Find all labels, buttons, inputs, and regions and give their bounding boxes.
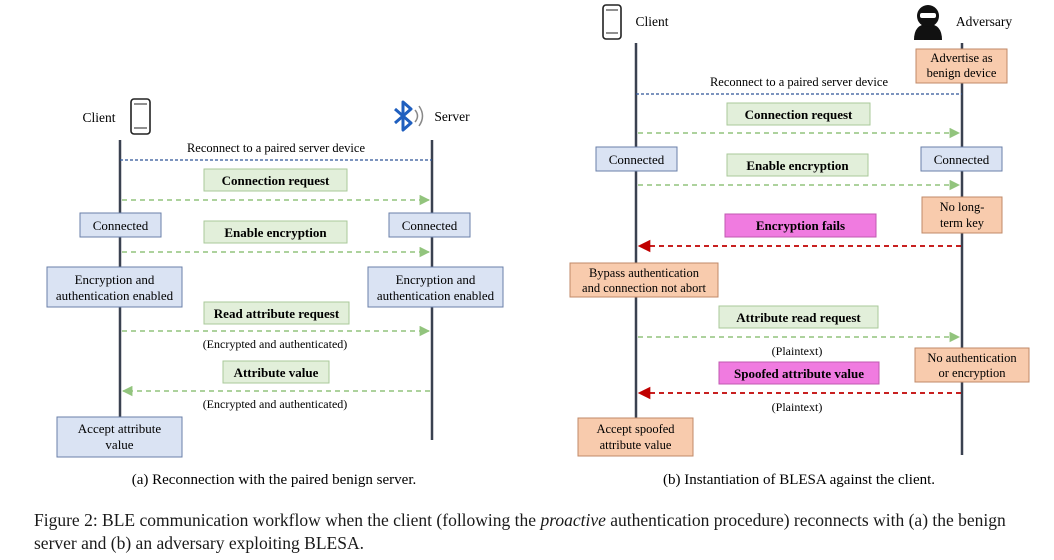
advertise-line1: Advertise as [930, 51, 992, 65]
attribute-value-box [222, 360, 330, 384]
phone-icon [130, 98, 151, 135]
encryption-fails-box [724, 213, 877, 238]
hacker-icon [914, 5, 942, 40]
read-attribute-request-label: Read attribute request [214, 306, 340, 321]
no-key-box [921, 196, 1003, 234]
accept-spoofed-line1: Accept spoofed [596, 422, 675, 436]
client-label: Client [636, 14, 669, 29]
attribute-value-label: Attribute value [234, 365, 319, 380]
server-connected-box [388, 212, 471, 238]
client-label: Client [83, 110, 116, 125]
subcaption-b: (b) Instantiation of BLESA against the c… [663, 472, 935, 488]
panel-a: Client Server Reconnect to a paired serv… [46, 98, 504, 488]
encrypted-note-1: (Encrypted and authenticated) [203, 337, 348, 351]
caption-emphasis: proactive [540, 510, 606, 530]
read-attribute-request-box [203, 301, 350, 325]
encryption-fails-label: Encryption fails [756, 218, 845, 233]
bypass-box [569, 262, 719, 298]
caption-suffix: authentication procedure) reconnects wit… [34, 510, 1006, 553]
enable-encryption-label: Enable encryption [224, 225, 327, 240]
bypass-line1: Bypass authentication [589, 266, 700, 280]
ble-workflow-figure: Client Server Reconnect to a paired serv… [46, 4, 1030, 488]
client-connected-box [595, 146, 678, 172]
caption-prefix: Figure 2: BLE communication workflow whe… [34, 510, 541, 530]
reconnect-label: Reconnect to a paired server device [187, 141, 365, 155]
figure-caption: Figure 2: BLE communication workflow whe… [34, 509, 1049, 555]
spoofed-value-box [718, 361, 880, 385]
accept-attribute-line1: Accept attribute [78, 421, 162, 436]
enable-encryption-box [726, 153, 869, 177]
server-enc-auth-line1: Encryption and [396, 272, 476, 287]
enable-encryption-box [203, 220, 348, 244]
accept-spoofed-box [577, 417, 694, 457]
phone-icon [602, 4, 622, 40]
no-auth-line2: or encryption [939, 366, 1007, 380]
accept-attribute-line2: value [105, 437, 133, 452]
client-connected-box [79, 212, 162, 238]
attribute-read-request-label: Attribute read request [736, 310, 861, 325]
server-label: Server [434, 109, 470, 124]
reconnect-label: Reconnect to a paired server device [710, 75, 888, 89]
plaintext-note-2: (Plaintext) [772, 400, 823, 414]
spoofed-value-label: Spoofed attribute value [734, 366, 864, 381]
no-auth-box [914, 347, 1030, 383]
advertise-box [915, 48, 1008, 84]
adversary-connected-label: Connected [934, 152, 990, 167]
adversary-connected-box [920, 146, 1003, 172]
enable-encryption-label: Enable encryption [746, 158, 849, 173]
server-enc-auth-line2: authentication enabled [377, 288, 495, 303]
client-connected-label: Connected [93, 218, 149, 233]
connection-request-label: Connection request [222, 173, 330, 188]
encrypted-note-2: (Encrypted and authenticated) [203, 397, 348, 411]
client-enc-auth-box [46, 266, 183, 308]
accept-attribute-box [56, 416, 183, 458]
panel-b: Client Adversary Advertise as benign dev… [569, 4, 1030, 488]
plaintext-note-1: (Plaintext) [772, 344, 823, 358]
adversary-label: Adversary [956, 14, 1012, 29]
advertise-line2: benign device [927, 66, 997, 80]
client-connected-label: Connected [609, 152, 665, 167]
server-enc-auth-box [367, 266, 504, 308]
subcaption-a: (a) Reconnection with the paired benign … [132, 472, 416, 488]
accept-spoofed-line2: attribute value [600, 438, 672, 452]
bluetooth-icon [394, 100, 424, 132]
attribute-read-request-box [718, 305, 879, 329]
client-enc-auth-line1: Encryption and [75, 272, 155, 287]
connection-request-box [726, 102, 871, 126]
no-auth-line1: No authentication [927, 351, 1017, 365]
server-connected-label: Connected [402, 218, 458, 233]
connection-request-box [203, 168, 348, 192]
no-key-line2: term key [940, 216, 985, 230]
bypass-line2: and connection not abort [582, 281, 706, 295]
no-key-line1: No long- [940, 200, 985, 214]
connection-request-label: Connection request [745, 107, 853, 122]
client-enc-auth-line2: authentication enabled [56, 288, 174, 303]
